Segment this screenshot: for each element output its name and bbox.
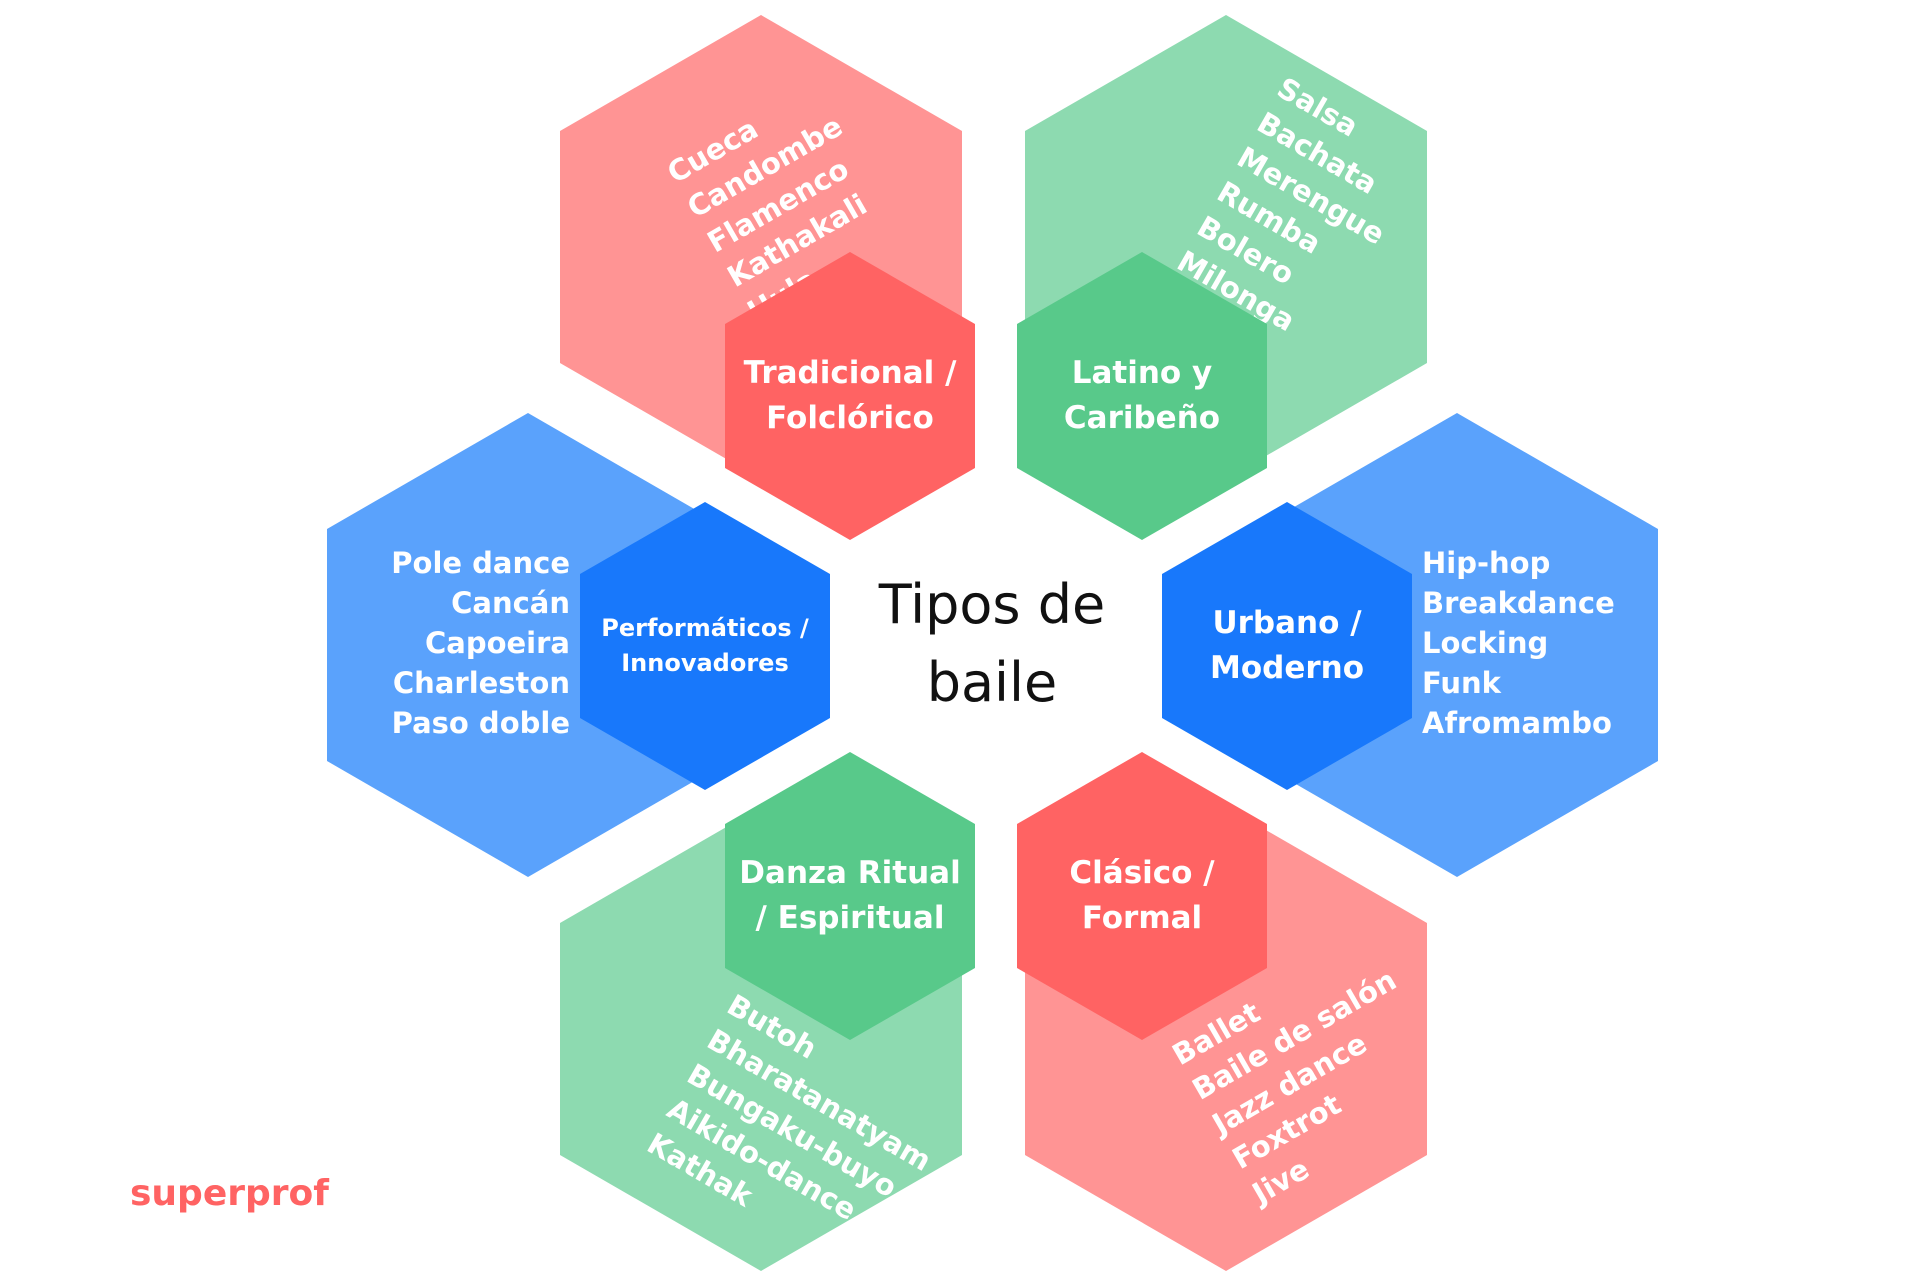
category-label-line: Formal xyxy=(1081,900,1203,936)
title-line: Tipos de xyxy=(878,573,1106,636)
hex-cat-clasico xyxy=(1017,752,1267,1040)
category-label-urbano: Urbano / Moderno xyxy=(1152,502,1422,790)
category-label-line: Moderno xyxy=(1209,650,1365,686)
hex-cat-tradicional xyxy=(725,252,975,540)
title-line: baile xyxy=(926,651,1058,714)
category-label-line: Folclórico xyxy=(766,400,934,436)
hex-cat-latino xyxy=(1017,252,1267,540)
list-item: Funk xyxy=(1422,666,1501,700)
list-item: Afromambo xyxy=(1422,706,1612,740)
category-label-line: / Espiritual xyxy=(755,900,945,936)
category-label-line: Caribeño xyxy=(1063,400,1221,436)
superprof-logo: superprof xyxy=(130,1173,329,1214)
category-label-ritual: Danza Ritual / Espiritual xyxy=(715,752,985,1040)
list-performaticos: Pole dance Cancán Capoeira Charleston Pa… xyxy=(340,543,570,743)
category-label-tradicional: Tradicional / Folclórico xyxy=(715,252,985,540)
category-label-line: Danza Ritual xyxy=(739,855,961,892)
category-label-latino: Latino y Caribeño xyxy=(1007,252,1277,540)
category-label-performaticos: Performáticos / Innovadores xyxy=(575,502,835,790)
category-label-clasico: Clásico / Formal xyxy=(1007,752,1277,1040)
category-label-line: Urbano / xyxy=(1212,605,1362,642)
list-item: Cancán xyxy=(451,586,570,620)
diagram-title: Tipos de baile xyxy=(832,566,1152,722)
hex-bg-performaticos xyxy=(327,413,729,877)
list-item: Paso doble xyxy=(391,706,570,740)
hex-cat-urbano xyxy=(1162,502,1412,790)
list-item: Locking xyxy=(1422,626,1549,660)
list-item: Pole dance xyxy=(391,546,570,580)
category-label-line: Latino y xyxy=(1071,355,1213,392)
list-item: Hip-hop xyxy=(1422,546,1551,580)
list-item: Charleston xyxy=(392,666,570,700)
category-label-line: Clásico / xyxy=(1069,855,1215,892)
list-urbano: Hip-hop Breakdance Locking Funk Afromamb… xyxy=(1422,543,1615,743)
hex-cat-ritual xyxy=(725,752,975,1040)
list-item: Capoeira xyxy=(424,626,570,660)
list-item: Breakdance xyxy=(1422,586,1615,620)
category-label-line: Performáticos / xyxy=(601,614,809,643)
hex-bg-urbano xyxy=(1256,413,1658,877)
hex-cat-performaticos xyxy=(580,502,830,790)
category-label-line: Tradicional / xyxy=(743,355,957,392)
category-label-line: Innovadores xyxy=(621,649,789,677)
